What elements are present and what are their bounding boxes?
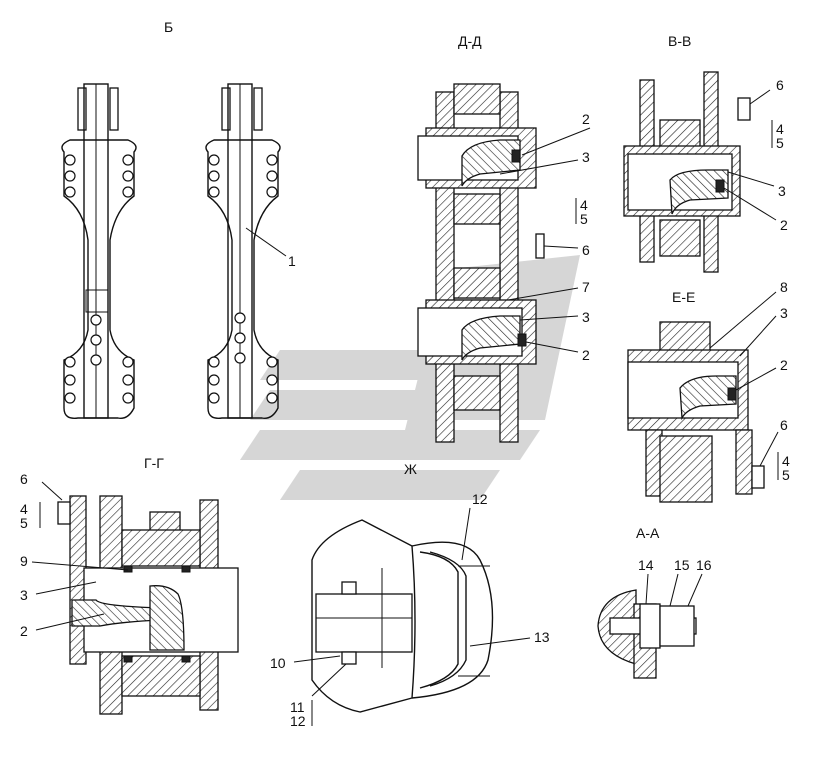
- callout-dd-2a: 2: [582, 111, 590, 127]
- callout-aa-16: 16: [696, 557, 712, 573]
- view-b-left-bolts: [64, 154, 134, 404]
- view-b-left-link: [61, 83, 137, 419]
- callout-vv-3: 3: [778, 183, 786, 199]
- callout-ee-4: 4: [782, 453, 790, 469]
- view-aa-title: А-А: [636, 525, 660, 541]
- callout-aa-14: 14: [638, 557, 654, 573]
- callout-zh-12a: 12: [472, 491, 488, 507]
- callout-dd-2b: 2: [582, 347, 590, 363]
- callout-gg-5: 5: [20, 515, 28, 531]
- view-vv: В-В 6 4 5 3 2: [623, 33, 788, 273]
- callout-gg-6: 6: [20, 471, 28, 487]
- view-ee: Е-Е 8 3 2 6 4 5: [627, 279, 790, 503]
- callout-ee-2: 2: [780, 357, 788, 373]
- view-b: Б: [61, 19, 296, 419]
- callout-b-1: 1: [288, 253, 296, 269]
- view-b-right-bolts: [208, 154, 278, 404]
- callout-aa-15: 15: [674, 557, 690, 573]
- callout-gg-2: 2: [20, 623, 28, 639]
- view-zh-title: Ж: [404, 461, 417, 477]
- view-b-right-link: 1: [205, 83, 296, 419]
- callout-dd-5: 5: [580, 211, 588, 227]
- callout-ee-8: 8: [780, 279, 788, 295]
- view-zh: Ж 12 13 10 11 12: [270, 461, 550, 729]
- watermark-logo: [240, 255, 580, 500]
- callout-ee-6: 6: [780, 417, 788, 433]
- callout-dd-7: 7: [582, 279, 590, 295]
- callout-zh-12b: 12: [290, 713, 306, 729]
- callout-zh-11: 11: [290, 699, 305, 715]
- callout-vv-5: 5: [776, 135, 784, 151]
- callout-ee-3: 3: [780, 305, 788, 321]
- callout-vv-6: 6: [776, 77, 784, 93]
- callout-dd-3a: 3: [582, 149, 590, 165]
- callout-dd-4: 4: [580, 197, 588, 213]
- callout-vv-2: 2: [780, 217, 788, 233]
- callout-gg-9: 9: [20, 553, 28, 569]
- view-dd-title: Д-Д: [458, 33, 482, 49]
- callout-vv-4: 4: [776, 121, 784, 137]
- callout-ee-5: 5: [782, 467, 790, 483]
- view-dd: Д-Д 2 3 4 5 6 7 3 2: [417, 33, 591, 443]
- callout-dd-3b: 3: [582, 309, 590, 325]
- view-gg-title: Г-Г: [144, 455, 164, 471]
- callout-zh-10: 10: [270, 655, 286, 671]
- callout-zh-13: 13: [534, 629, 550, 645]
- view-b-title: Б: [164, 19, 173, 35]
- callout-gg-4: 4: [20, 501, 28, 517]
- view-aa: А-А 14 15 16: [597, 525, 712, 679]
- view-vv-title: В-В: [668, 33, 691, 49]
- view-gg: Г-Г 6 4 5 9 3 2: [20, 455, 239, 715]
- callout-gg-3: 3: [20, 587, 28, 603]
- callout-dd-6: 6: [582, 242, 590, 258]
- view-ee-title: Е-Е: [672, 289, 695, 305]
